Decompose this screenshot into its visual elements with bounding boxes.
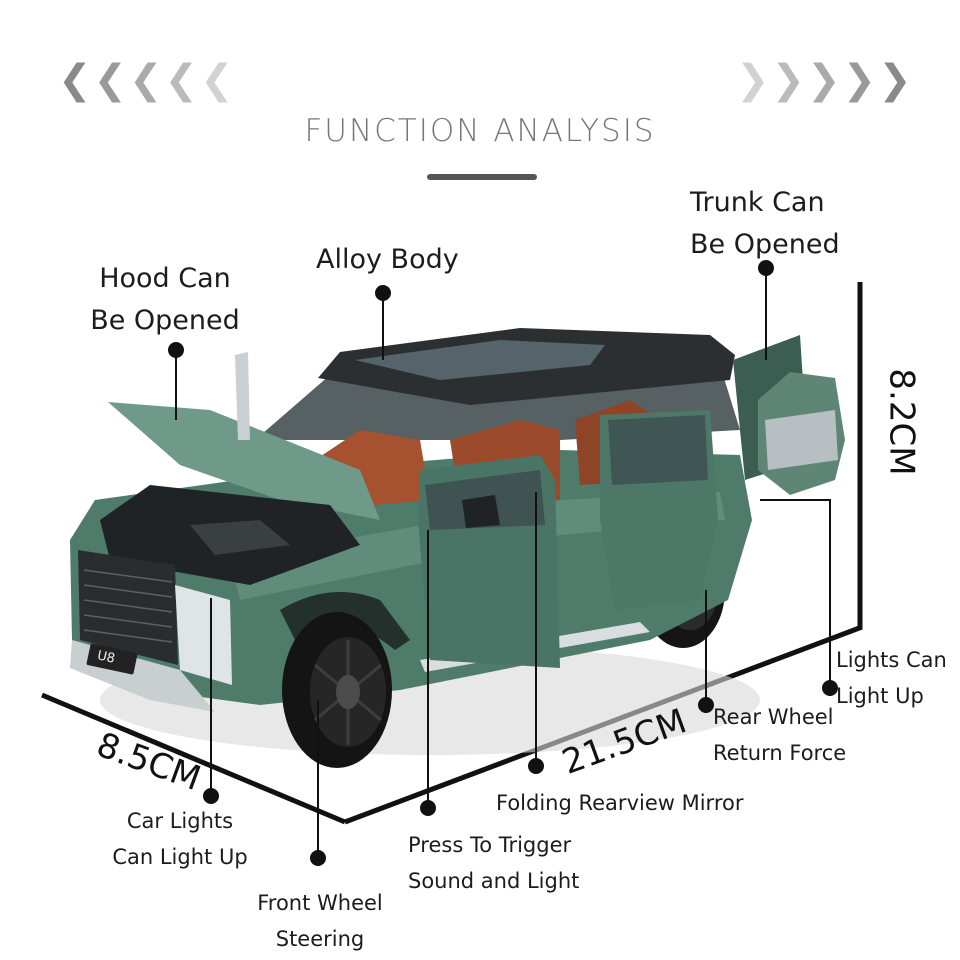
chevron-left-icon: ❮❮❮❮❮: [58, 57, 234, 103]
front-wheel: [282, 612, 392, 768]
headlight: [175, 585, 232, 685]
page-title: FUNCTION ANALYSIS: [304, 113, 656, 149]
plate-text: U8: [95, 648, 117, 667]
hood: [108, 402, 380, 520]
alloy-body-label: Alloy Body: [316, 244, 459, 275]
title-underline: [427, 174, 537, 180]
license-plate: [86, 643, 138, 675]
height-dimension: 8.2CM: [881, 368, 922, 476]
mirror: [462, 495, 500, 528]
mirror-label: Folding Rearview Mirror: [496, 791, 744, 815]
chevron-right-icon: ❯❯❯❯❯: [736, 57, 912, 103]
